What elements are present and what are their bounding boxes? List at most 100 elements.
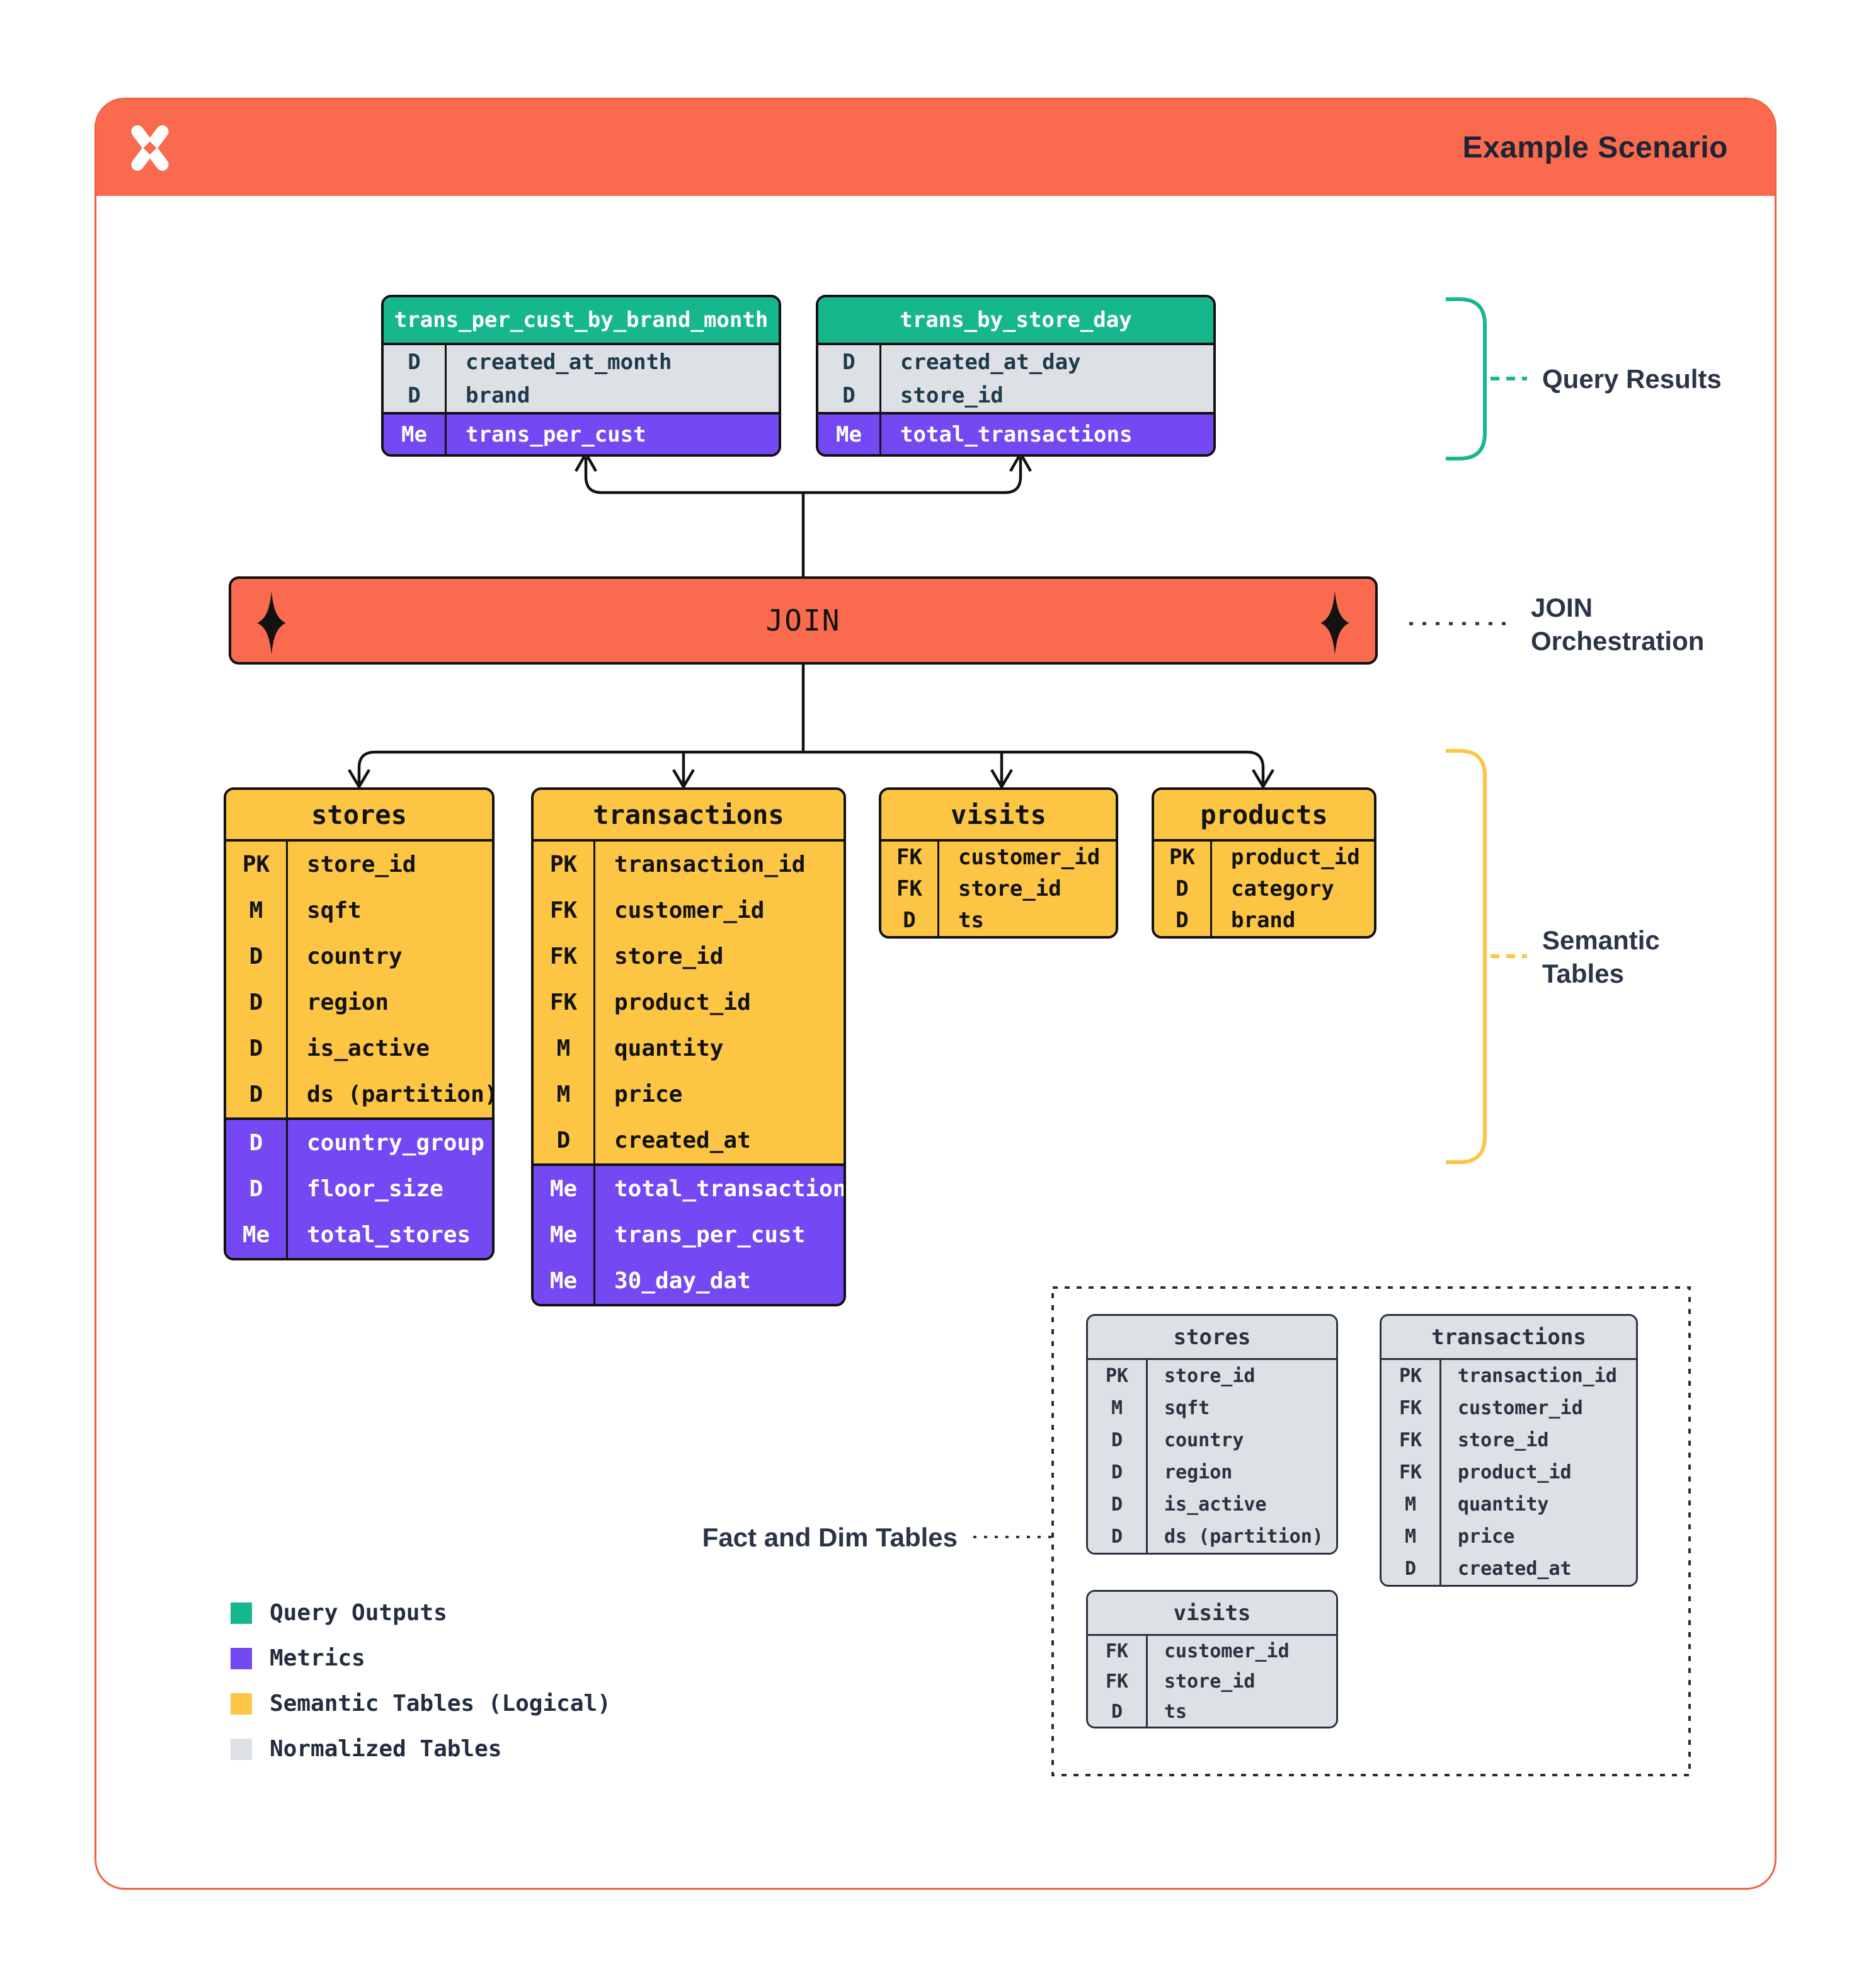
row-key: M (226, 888, 288, 934)
row-field: country_group (307, 1130, 484, 1156)
row-key: D (818, 345, 881, 379)
legend-item-normalized-tables: Normalized Tables (231, 1734, 611, 1764)
row-key: FK (1088, 1636, 1148, 1666)
query-results-label: Query Results (1542, 364, 1722, 394)
join-orchestration-bar: JOIN (229, 576, 1378, 665)
row-field: is_active (307, 1036, 430, 1061)
row-field: quantity (1458, 1494, 1549, 1516)
sparkle-diamond-icon (1320, 591, 1349, 655)
row-field: ts (958, 908, 984, 933)
row-key: PK (1088, 1360, 1148, 1392)
row-field: quantity (614, 1036, 724, 1061)
row-key: Me (534, 1166, 595, 1212)
row-key: Me (818, 414, 881, 454)
row-field: price (614, 1082, 683, 1107)
row-key: D (818, 379, 881, 412)
row-key: FK (534, 934, 595, 980)
row-key: D (1154, 873, 1212, 905)
row-field: store_id (900, 382, 1004, 408)
row-key: Me (384, 414, 447, 454)
table-row: Me total_transactions (818, 414, 1213, 454)
dagster-logo-icon (131, 125, 169, 171)
semantic-tables-label-line2: Tables (1542, 959, 1624, 988)
row-field: store_id (1164, 1670, 1256, 1693)
table-row: FK customer_id (881, 842, 1116, 873)
row-field: sqft (1164, 1397, 1210, 1419)
row-field: brand (466, 382, 530, 408)
row-key: D (226, 1120, 288, 1166)
row-field: ts (1164, 1700, 1187, 1723)
row-key: D (1154, 905, 1212, 936)
row-key: PK (534, 842, 595, 888)
row-field: created_at (1458, 1558, 1572, 1580)
row-key: FK (1088, 1666, 1148, 1696)
row-field: region (1164, 1461, 1233, 1483)
row-key: FK (881, 842, 939, 873)
row-key: D (881, 905, 939, 936)
row-field: country (307, 944, 403, 969)
row-field: ds (partition) (307, 1082, 495, 1107)
row-field: customer_id (1164, 1640, 1290, 1662)
row-key: D (226, 1071, 288, 1117)
table-title: trans_per_cust_by_brand_month (384, 297, 779, 345)
table-title: products (1154, 790, 1374, 842)
row-key: D (226, 1025, 288, 1071)
row-field: region (307, 990, 389, 1015)
row-field: product_id (1231, 845, 1360, 870)
table-title: visits (881, 790, 1116, 842)
table-title: trans_by_store_day (818, 297, 1213, 345)
row-key: M (1382, 1521, 1441, 1553)
row-key: D (226, 934, 288, 980)
join-label: JOIN (765, 603, 841, 637)
legend-label: Normalized Tables (270, 1736, 502, 1762)
table-title: visits (1088, 1592, 1336, 1636)
table-row: Me total_transactions (534, 1166, 844, 1212)
row-key: D (1088, 1696, 1148, 1727)
row-field: total_transactions (900, 421, 1133, 447)
row-field: customer_id (614, 898, 765, 923)
row-field: customer_id (958, 845, 1101, 870)
row-field: store_id (1458, 1429, 1549, 1451)
metrics-swatch (231, 1647, 252, 1669)
row-field: price (1458, 1526, 1515, 1548)
row-key: FK (534, 888, 595, 934)
row-field: country (1164, 1429, 1244, 1451)
row-key: D (1088, 1424, 1148, 1456)
legend-item-query-outputs: Query Outputs (231, 1598, 611, 1628)
row-field: trans_per_cust (614, 1222, 806, 1248)
row-key: FK (1382, 1392, 1441, 1424)
row-field: total_transactions (614, 1176, 846, 1202)
row-field: is_active (1164, 1494, 1267, 1516)
row-key: D (384, 345, 447, 379)
table-title: transactions (534, 790, 844, 842)
row-field: total_stores (307, 1222, 471, 1248)
